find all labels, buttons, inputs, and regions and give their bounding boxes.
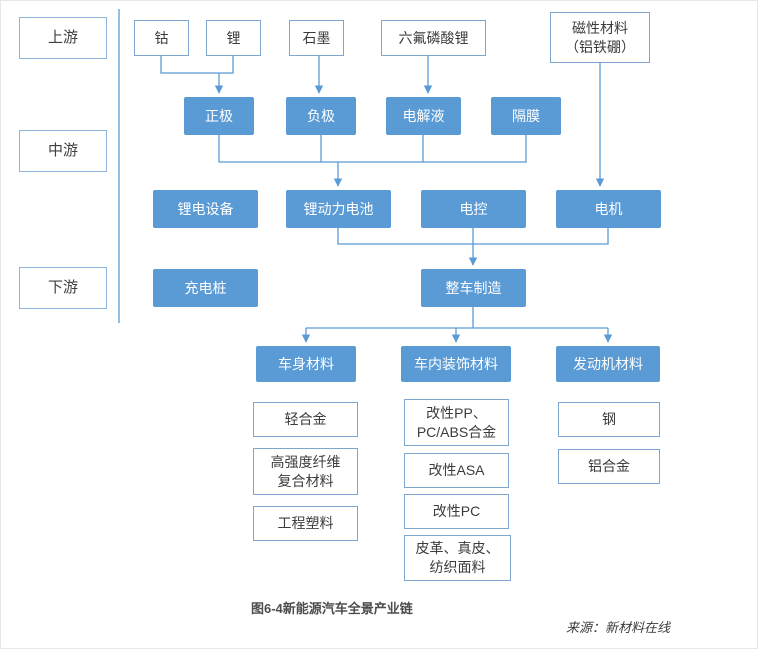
connector-components-merge [218, 135, 527, 163]
node-separator: 隔膜 [491, 97, 561, 135]
node-light-alloy: 轻合金 [253, 402, 358, 437]
connector-midstream-merge [337, 228, 609, 245]
node-anode: 负极 [286, 97, 356, 135]
node-cobalt: 钴 [134, 20, 189, 56]
node-leather: 皮革、真皮、 纺织面料 [404, 535, 511, 581]
connector-materials-branch [306, 307, 608, 329]
node-interior-materials: 车内装饰材料 [401, 346, 511, 382]
stage-midstream: 中游 [19, 130, 107, 172]
node-engineering-plastics: 工程塑料 [253, 506, 358, 541]
node-lithium: 锂 [206, 20, 261, 56]
stage-upstream: 上游 [19, 17, 107, 59]
figure-caption: 图6-4新能源汽车全景产业链 [251, 601, 413, 616]
node-electrolyte: 电解液 [386, 97, 461, 135]
node-lithium-power-battery: 锂动力电池 [286, 190, 391, 228]
node-modified-asa: 改性ASA [404, 453, 509, 488]
stage-downstream: 下游 [19, 267, 107, 309]
node-charging-pile: 充电桩 [153, 269, 258, 307]
node-magnetic-material: 磁性材料 （铝铁硼） [550, 12, 650, 63]
node-body-materials: 车身材料 [256, 346, 356, 382]
node-modified-pc: 改性PC [404, 494, 509, 529]
connector-cobalt-lithium-join [160, 56, 234, 74]
node-modified-pp: 改性PP、 PC/ABS合金 [404, 399, 509, 446]
node-steel: 钢 [558, 402, 660, 437]
node-high-strength-fiber: 高强度纤维 复合材料 [253, 448, 358, 495]
node-cathode: 正极 [184, 97, 254, 135]
node-lipf6: 六氟磷酸锂 [381, 20, 486, 56]
node-graphite: 石墨 [289, 20, 344, 56]
node-motor: 电机 [556, 190, 661, 228]
node-engine-materials: 发动机材料 [556, 346, 660, 382]
node-aluminum-alloy: 铝合金 [558, 449, 660, 484]
figure-source: 来源：新材料在线 [566, 620, 671, 635]
node-lithium-battery-equipment: 锂电设备 [153, 190, 258, 228]
node-vehicle-manufacturing: 整车制造 [421, 269, 526, 307]
node-electronic-control: 电控 [421, 190, 526, 228]
